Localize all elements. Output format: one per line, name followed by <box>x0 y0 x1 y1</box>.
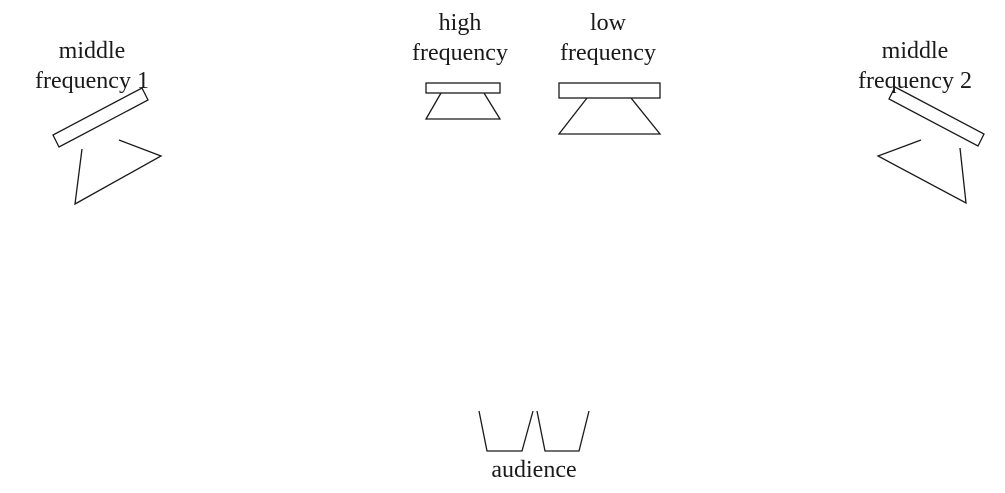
middle-frequency-2-speaker-cone <box>876 139 967 205</box>
audience-label: audience <box>464 455 604 485</box>
high-frequency-speaker-baffle <box>425 82 501 94</box>
middle-frequency-2-label: middle frequency 2 <box>825 36 1005 96</box>
audience-label-text: audience <box>491 457 577 483</box>
middle-frequency-1-label-line1: middle <box>58 38 126 64</box>
high-frequency-speaker-cone <box>424 92 502 120</box>
low-frequency-speaker-cone <box>557 97 662 135</box>
high-frequency-label: high frequency <box>395 8 525 68</box>
low-frequency-speaker-baffle <box>558 82 661 99</box>
high-frequency-label-line1: high <box>438 10 482 36</box>
low-frequency-speaker <box>557 82 662 135</box>
middle-frequency-1-speaker-baffle <box>52 87 149 148</box>
middle-frequency-2-speaker <box>876 86 985 205</box>
middle-frequency-1-speaker <box>52 87 163 206</box>
middle-frequency-2-label-line2: frequency 2 <box>858 68 972 94</box>
audience-seats <box>478 410 590 452</box>
high-frequency-label-line2: frequency <box>412 40 508 66</box>
middle-frequency-2-speaker-baffle <box>888 86 985 147</box>
low-frequency-label-line2: frequency <box>560 40 656 66</box>
middle-frequency-1-label-line2: frequency 1 <box>35 68 149 94</box>
middle-frequency-2-label-line1: middle <box>881 38 949 64</box>
high-frequency-speaker <box>424 82 502 120</box>
low-frequency-label-line1: low <box>590 10 626 36</box>
audience-seat-right <box>536 410 590 452</box>
middle-frequency-1-speaker-cone <box>74 139 163 206</box>
middle-frequency-1-label: middle frequency 1 <box>2 36 182 96</box>
low-frequency-label: low frequency <box>543 8 673 68</box>
audience-seat-left <box>478 410 534 452</box>
